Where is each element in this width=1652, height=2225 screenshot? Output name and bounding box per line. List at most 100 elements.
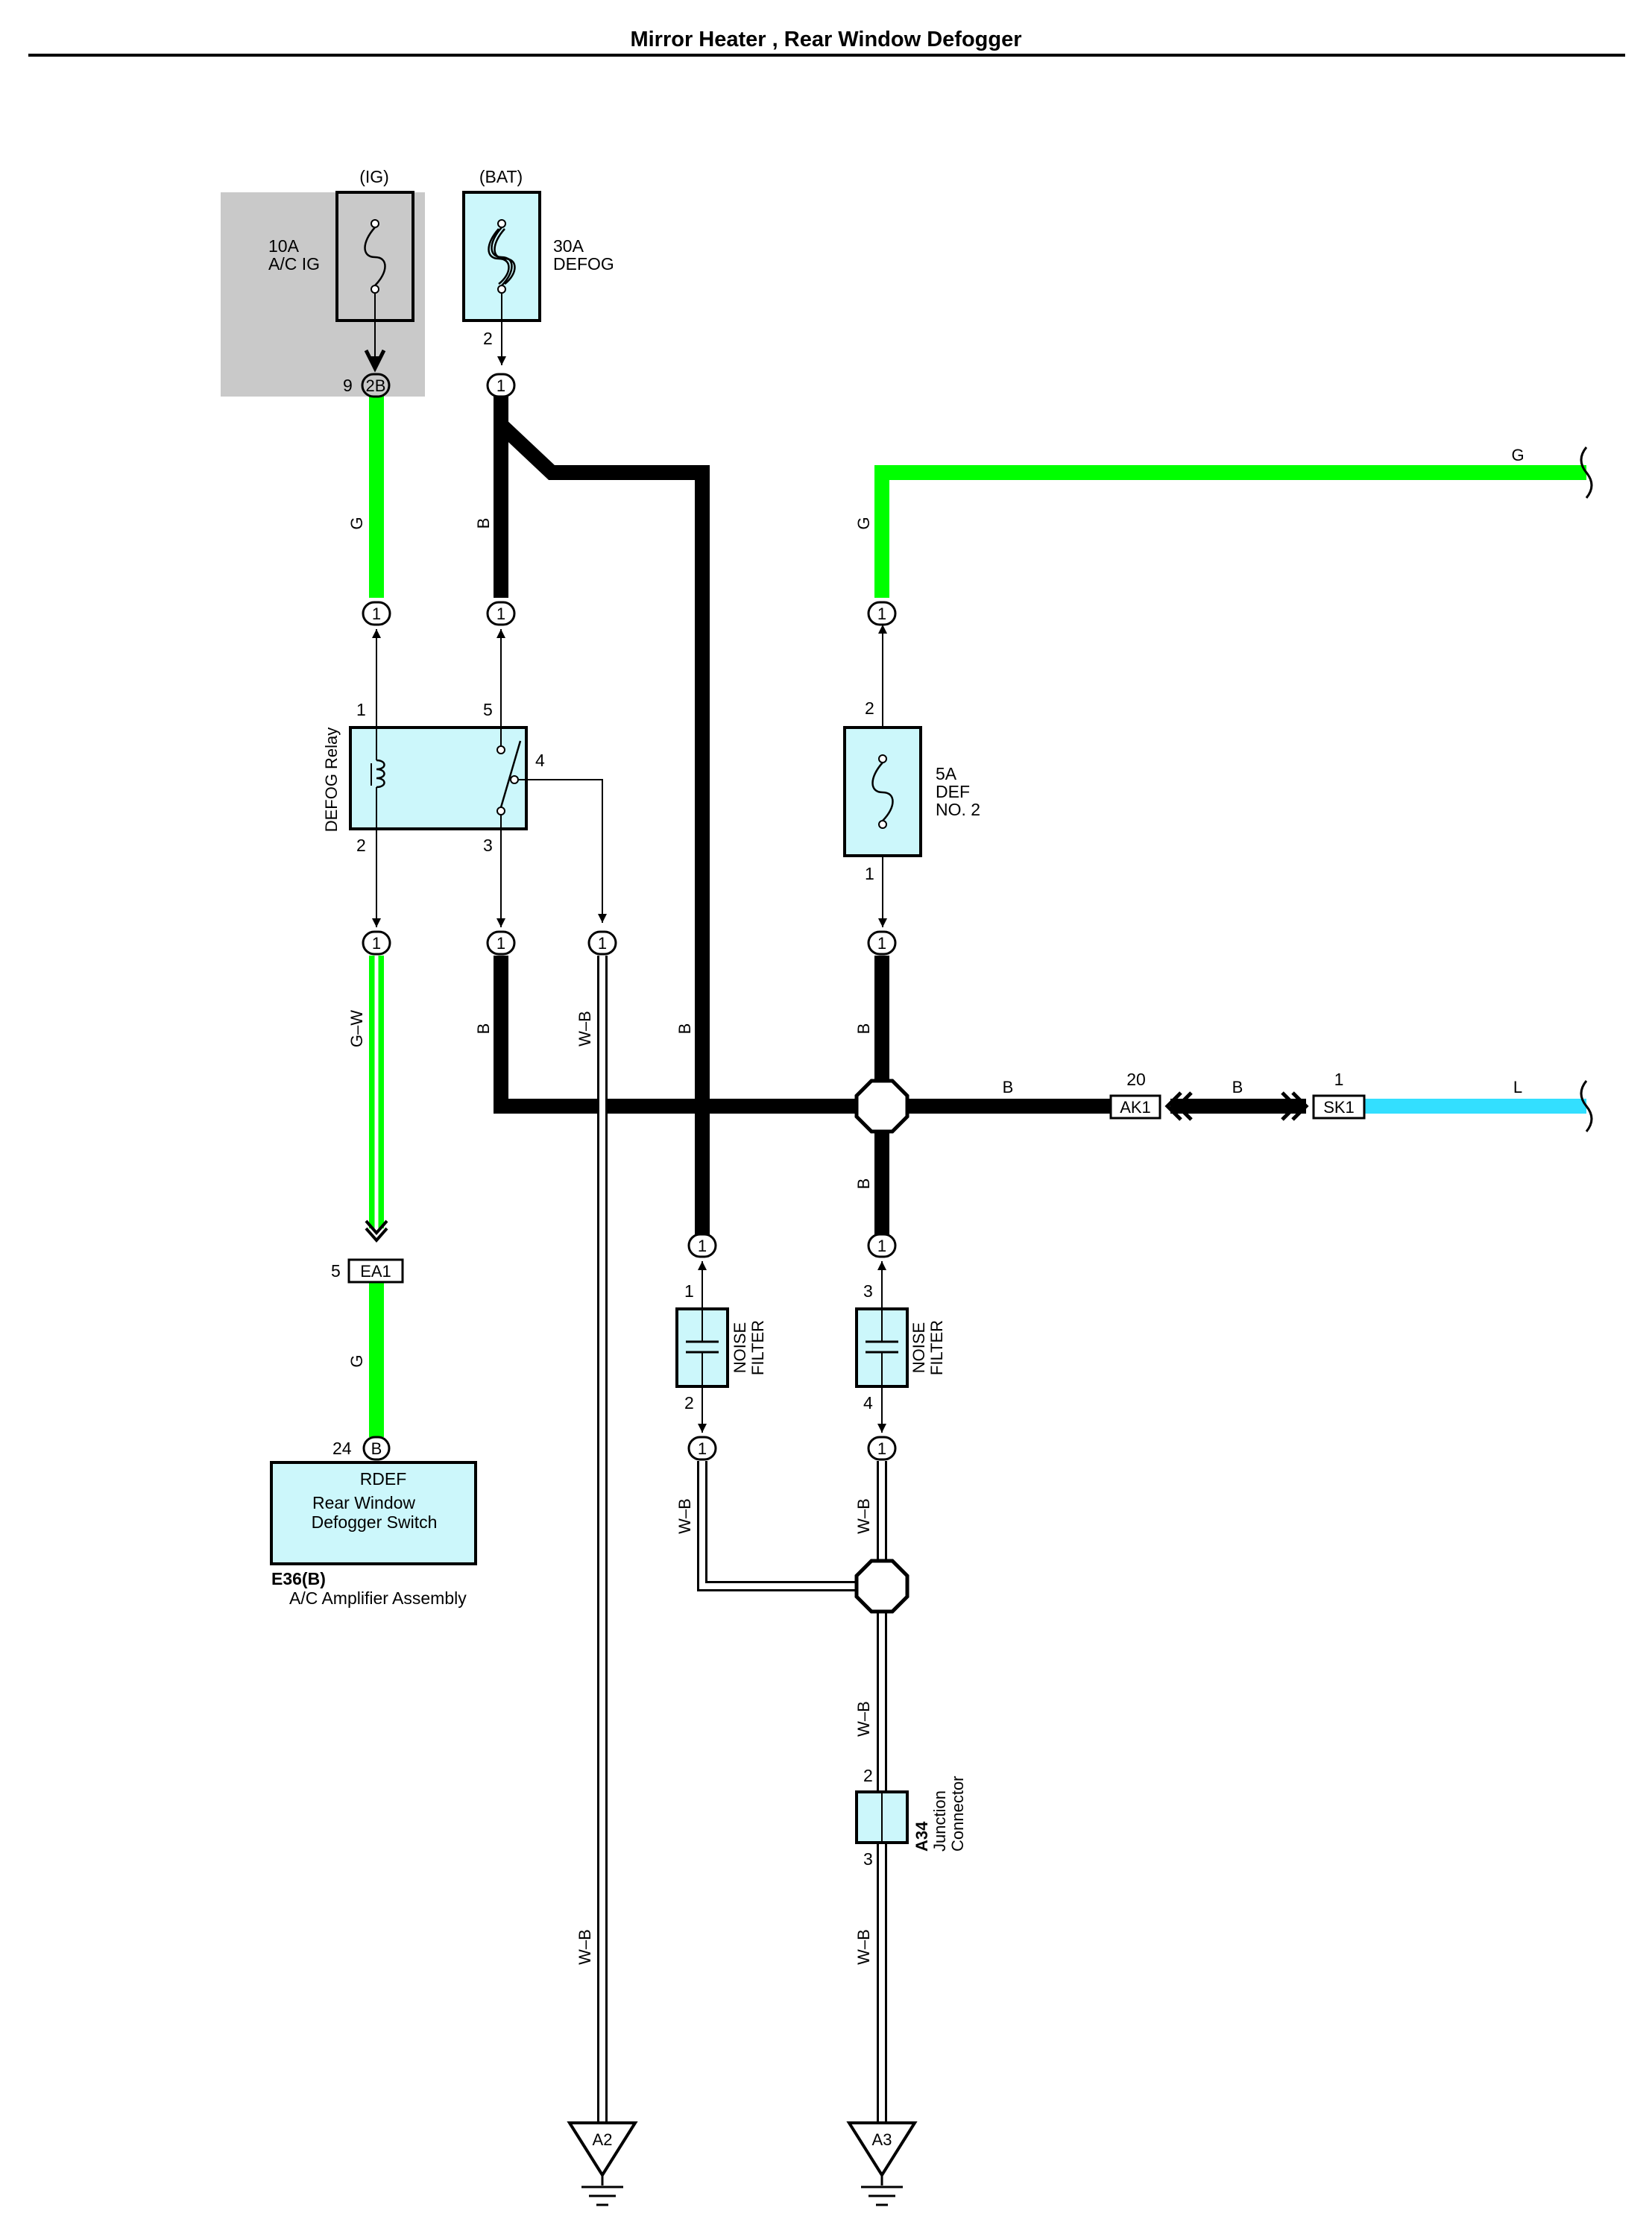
connector-1-def2-top: 1 — [867, 601, 897, 626]
svg-text:5A: 5A — [936, 764, 957, 783]
connector-2b: 2B 9 — [343, 373, 391, 398]
wire-label: W–B — [854, 1498, 873, 1534]
svg-text:1: 1 — [598, 934, 607, 953]
svg-text:A3: A3 — [872, 2130, 892, 2149]
wire-label: W–B — [675, 1498, 694, 1534]
wire-break-top — [1580, 446, 1593, 499]
svg-text:AK1: AK1 — [1120, 1098, 1151, 1117]
wire-label: B — [1232, 1078, 1243, 1096]
connector-1-relay2-bottom: 1 — [362, 930, 391, 956]
svg-text:2: 2 — [863, 1766, 873, 1785]
page-title: Mirror Heater , Rear Window Defogger — [630, 28, 1021, 51]
svg-text:NOISE: NOISE — [731, 1322, 749, 1373]
connector-ea1: EA1 5 — [331, 1219, 404, 1284]
splice-point — [854, 1079, 909, 1134]
fuse-defog: (BAT) 30A DEFOG 2 — [462, 167, 614, 348]
wire-label: W–B — [576, 1929, 594, 1965]
svg-text:1: 1 — [496, 934, 505, 953]
wire-relay4 — [531, 779, 607, 923]
wire-label: W–B — [854, 1701, 873, 1737]
svg-text:4: 4 — [535, 751, 545, 770]
connector-1-relay1-top: 1 — [362, 601, 391, 626]
svg-text:2: 2 — [356, 836, 366, 855]
connector-1-relay3-bottom: 1 — [486, 930, 516, 956]
wire-label: B — [1003, 1078, 1014, 1096]
svg-text:1: 1 — [684, 1281, 694, 1301]
svg-text:DEFOG Relay: DEFOG Relay — [322, 728, 341, 833]
shaded-area — [221, 192, 425, 397]
wire-green-def2 — [874, 465, 1586, 598]
svg-text:2: 2 — [865, 698, 874, 718]
wire-break-bottom — [1580, 1080, 1593, 1132]
svg-text:3: 3 — [483, 836, 493, 855]
wire-black-branch — [496, 419, 710, 1237]
connector-ak1: 20 AK1 — [1109, 1070, 1193, 1121]
svg-text:Connector: Connector — [948, 1776, 967, 1852]
wire-label: B — [675, 1023, 694, 1035]
connector-1-nf1-top: 1 — [687, 1233, 717, 1258]
svg-text:SK1: SK1 — [1323, 1098, 1355, 1117]
ground-a2: A2 — [567, 2121, 638, 2206]
svg-text:B: B — [371, 1439, 382, 1458]
svg-text:9: 9 — [343, 376, 353, 395]
svg-text:5: 5 — [331, 1261, 341, 1281]
svg-text:1: 1 — [372, 605, 381, 623]
junction-connector-a34: 2 3 A34 Junction Connector — [855, 1766, 967, 1869]
wire-label: B — [474, 1023, 493, 1035]
svg-text:DEFOG: DEFOG — [553, 254, 614, 274]
wire-label: G — [347, 517, 366, 529]
wire-label: L — [1513, 1078, 1522, 1096]
wire-label: G — [1511, 446, 1524, 464]
svg-text:Rear Window: Rear Window — [312, 1493, 415, 1512]
svg-text:1: 1 — [372, 934, 381, 953]
svg-text:1: 1 — [698, 1237, 707, 1255]
svg-text:1: 1 — [877, 1439, 886, 1458]
wire-label: G–W — [347, 1010, 366, 1047]
svg-text:NOISE: NOISE — [909, 1322, 928, 1373]
svg-text:Junction: Junction — [930, 1790, 949, 1852]
connector-1-relay4-bottom: 1 — [587, 930, 617, 956]
wire-wb-nf1 — [697, 1461, 882, 1591]
svg-text:4: 4 — [863, 1393, 873, 1413]
svg-text:1: 1 — [877, 1237, 886, 1255]
splice-point-ground — [854, 1559, 909, 1614]
wire-label: W–B — [576, 1011, 594, 1047]
ac-amplifier: B 24 RDEF Rear Window Defogger Switch E3… — [270, 1436, 477, 1608]
svg-text:3: 3 — [863, 1849, 873, 1869]
connector-1-defog: 1 — [486, 373, 516, 398]
svg-text:2B: 2B — [366, 376, 386, 395]
connector-sk1: 1 SK1 — [1281, 1070, 1366, 1121]
svg-text:1: 1 — [356, 700, 366, 719]
svg-text:FILTER: FILTER — [748, 1320, 767, 1375]
svg-text:1: 1 — [877, 605, 886, 623]
noise-filter-1: 1 NOISE FILTER 2 — [675, 1281, 767, 1413]
svg-text:30A: 30A — [553, 236, 584, 256]
svg-text:E36(B): E36(B) — [271, 1569, 326, 1588]
wire-label: G — [347, 1354, 366, 1367]
fuse-acig-arrow — [364, 349, 386, 373]
svg-text:(BAT): (BAT) — [479, 167, 523, 186]
ground-a3: A3 — [846, 2121, 918, 2206]
wire-black-relay3 — [494, 956, 882, 1114]
wire-label: G — [854, 517, 873, 529]
svg-text:A2: A2 — [593, 2130, 613, 2149]
connector-1-relay5-top: 1 — [486, 601, 516, 626]
wire-label: B — [854, 1023, 873, 1035]
svg-text:RDEF: RDEF — [360, 1469, 407, 1489]
svg-text:20: 20 — [1126, 1070, 1146, 1089]
svg-text:A/C Amplifier Assembly: A/C Amplifier Assembly — [289, 1588, 467, 1608]
svg-text:5: 5 — [483, 700, 493, 719]
connector-1-nf1-bottom: 1 — [687, 1436, 717, 1461]
svg-text:1: 1 — [865, 864, 874, 883]
svg-text:A/C IG: A/C IG — [268, 254, 320, 274]
wire-label: B — [474, 518, 493, 529]
noise-filter-2: 3 NOISE FILTER 4 — [855, 1281, 946, 1413]
connector-1-nf2-bottom: 1 — [867, 1436, 897, 1461]
fuse-def2: 2 5A DEF NO. 2 1 — [843, 698, 980, 883]
svg-text:3: 3 — [863, 1281, 873, 1301]
svg-text:A34: A34 — [912, 1821, 931, 1852]
svg-text:24: 24 — [332, 1439, 352, 1458]
svg-text:NO. 2: NO. 2 — [936, 800, 980, 819]
svg-text:2: 2 — [684, 1393, 694, 1413]
